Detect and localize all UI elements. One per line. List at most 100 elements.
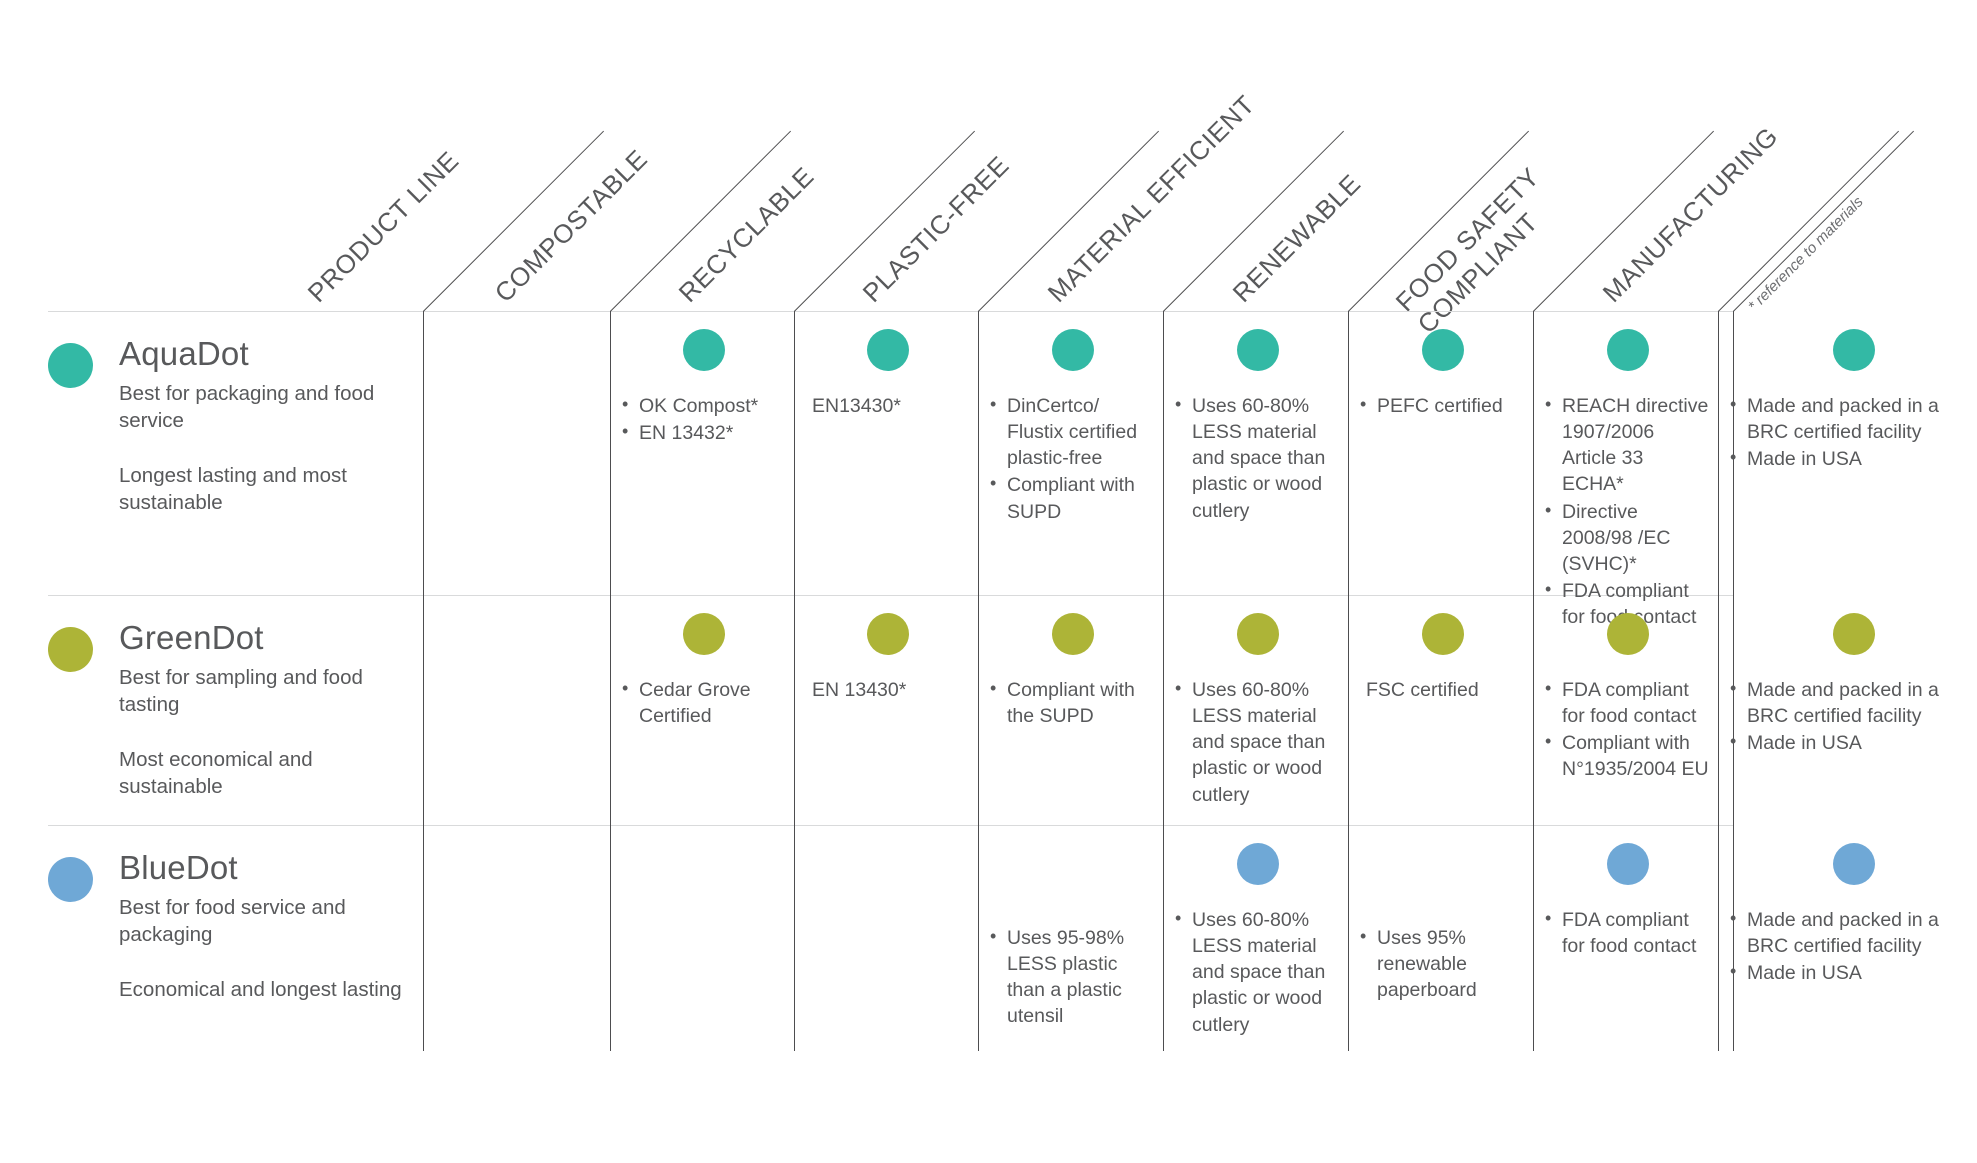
status-dot-icon <box>1236 613 1279 655</box>
column-divider-food_safety_compliant <box>1533 311 1534 1051</box>
status-dot-icon <box>683 329 725 371</box>
cell-greendot-food_safety_compliant: FDA compliant for food contactCompliant … <box>1545 613 1710 784</box>
column-header-material_efficient: MATERIAL EFFICIENT <box>1041 89 1261 309</box>
bullet-item: Made and packed in a BRC certified facil… <box>1730 392 1977 445</box>
product-name: AquaDot <box>119 335 249 372</box>
product-color-dot-icon <box>48 627 93 672</box>
cell-bullet-list: EN 13430* <box>812 677 970 703</box>
materials-footnote: * reference to materials <box>1744 193 1867 315</box>
cell-bullet-list: Uses 95-98% LESS plastic than a plastic … <box>990 924 1155 1030</box>
status-dot-icon <box>1051 329 1094 371</box>
row-separator-1 <box>48 595 1733 596</box>
bullet-item: Uses 95% renewable paperboard <box>1360 924 1525 1003</box>
bullet-item: Cedar Grove Certified <box>622 676 786 729</box>
status-dot-icon <box>683 613 725 655</box>
status-dot-icon <box>1236 843 1279 885</box>
bullet-item: Uses 60-80% LESS material and space than… <box>1175 392 1340 524</box>
bullet-item: Directive 2008/98 /EC (SVHC)* <box>1545 497 1710 577</box>
bullet-item: Compliant with N°1935/2004 EU <box>1545 729 1710 782</box>
product-description-primary: Best for sampling and food tasting <box>119 665 363 716</box>
column-divider-manufacturing <box>1718 311 1719 1051</box>
cell-bullet-list: Uses 60-80% LESS material and space than… <box>1175 676 1340 808</box>
cell-dot-wrap <box>622 613 786 655</box>
bullet-item: Made in USA <box>1730 729 1977 756</box>
status-dot-icon <box>1832 613 1875 655</box>
bullet-item: Made in USA <box>1730 959 1977 986</box>
column-divider-product_line <box>423 311 424 1051</box>
cell-dot-wrap <box>1360 613 1525 655</box>
cell-bluedot-food_safety_compliant: FDA compliant for food contact <box>1545 843 1710 960</box>
cell-bullet-list: Uses 60-80% LESS material and space than… <box>1175 392 1340 524</box>
cell-dot-wrap <box>1545 843 1710 885</box>
cell-greendot-manufacturing: Made and packed in a BRC certified facil… <box>1730 613 1977 757</box>
cell-dot-wrap <box>1175 613 1340 655</box>
bullet-item: OK Compost* <box>622 392 786 419</box>
cell-dot-wrap <box>1730 843 1977 885</box>
cell-aquadot-plastic_free: DinCertco/ Flustix certified plastic-fre… <box>990 329 1155 526</box>
cell-aquadot-food_safety_compliant: REACH directive 1907/2006 Article 33 ECH… <box>1545 329 1710 631</box>
cell-bluedot-material_efficient: Uses 60-80% LESS material and space than… <box>1175 843 1340 1039</box>
bullet-item: Made in USA <box>1730 445 1977 472</box>
bullet-item: DinCertco/ Flustix certified plastic-fre… <box>990 392 1155 471</box>
cell-bullet-list: FDA compliant for food contact <box>1545 906 1710 959</box>
status-dot-icon <box>1606 843 1649 885</box>
bullet-item: FDA compliant for food contact <box>1545 676 1710 729</box>
product-name: BlueDot <box>119 849 238 886</box>
bullet-item: Compliant with the SUPD <box>990 676 1155 729</box>
column-divider-renewable <box>1348 311 1349 1051</box>
cell-dot-wrap <box>990 613 1155 655</box>
status-dot-icon <box>867 613 909 655</box>
bullet-item: REACH directive 1907/2006 Article 33 ECH… <box>1545 392 1710 498</box>
cell-dot-wrap <box>1545 613 1710 655</box>
cell-bullet-list: OK Compost*EN 13432* <box>622 392 786 446</box>
bullet-item: Made and packed in a BRC certified facil… <box>1730 676 1977 729</box>
product-description-secondary: Longest lasting and most sustainable <box>119 463 347 514</box>
cell-greendot-material_efficient: Uses 60-80% LESS material and space than… <box>1175 613 1340 809</box>
cell-dot-wrap <box>1175 843 1340 885</box>
cell-aquadot-recyclable: EN13430* <box>806 329 970 420</box>
product-description-secondary: Economical and longest lasting <box>119 977 402 1001</box>
cell-greendot-recyclable: EN 13430* <box>806 613 970 704</box>
cell-bullet-list: FSC certified <box>1366 677 1525 703</box>
bullet-item: Uses 60-80% LESS material and space than… <box>1175 906 1340 1038</box>
bullet-item: FSC certified <box>1366 679 1479 701</box>
status-dot-icon <box>1606 613 1649 655</box>
cell-bullet-list: Uses 60-80% LESS material and space than… <box>1175 906 1340 1038</box>
cell-bullet-list: PEFC certified <box>1360 392 1525 419</box>
bullet-item: Uses 60-80% LESS material and space than… <box>1175 676 1340 808</box>
status-dot-icon <box>867 329 909 371</box>
cell-dot-wrap <box>1360 329 1525 371</box>
status-dot-icon <box>1421 329 1464 371</box>
cell-greendot-compostable: Cedar Grove Certified <box>622 613 786 730</box>
cell-aquadot-manufacturing: Made and packed in a BRC certified facil… <box>1730 329 1977 473</box>
cell-greendot-renewable: FSC certified <box>1360 613 1525 704</box>
column-header-recyclable: RECYCLABLE <box>672 160 820 309</box>
cell-dot-wrap <box>1175 329 1340 371</box>
status-dot-icon <box>1832 843 1875 885</box>
product-color-dot-icon <box>48 343 93 388</box>
cell-aquadot-renewable: PEFC certified <box>1360 329 1525 420</box>
column-divider-recyclable <box>794 311 795 1051</box>
cell-dot-wrap <box>990 329 1155 371</box>
bullet-item: EN 13432* <box>622 419 786 446</box>
bullet-item: Compliant with SUPD <box>990 471 1155 524</box>
cell-aquadot-compostable: OK Compost*EN 13432* <box>622 329 786 447</box>
column-header-plastic_free: PLASTIC-FREE <box>856 149 1015 309</box>
column-header-compostable: COMPOSTABLE <box>488 143 654 309</box>
cell-bluedot-renewable: Uses 95% renewable paperboard <box>1360 843 1525 1004</box>
status-dot-icon <box>1051 613 1094 655</box>
column-header-manufacturing: MANUFACTURING <box>1596 120 1784 309</box>
status-dot-icon <box>1236 329 1279 371</box>
cell-dot-wrap <box>1730 613 1977 655</box>
column-header-renewable: RENEWABLE <box>1226 168 1367 309</box>
cell-dot-wrap <box>1545 329 1710 371</box>
product-description-secondary: Most economical and sustainable <box>119 747 313 798</box>
cell-bullet-list: Made and packed in a BRC certified facil… <box>1730 392 1977 472</box>
column-divider-compostable <box>610 311 611 1051</box>
